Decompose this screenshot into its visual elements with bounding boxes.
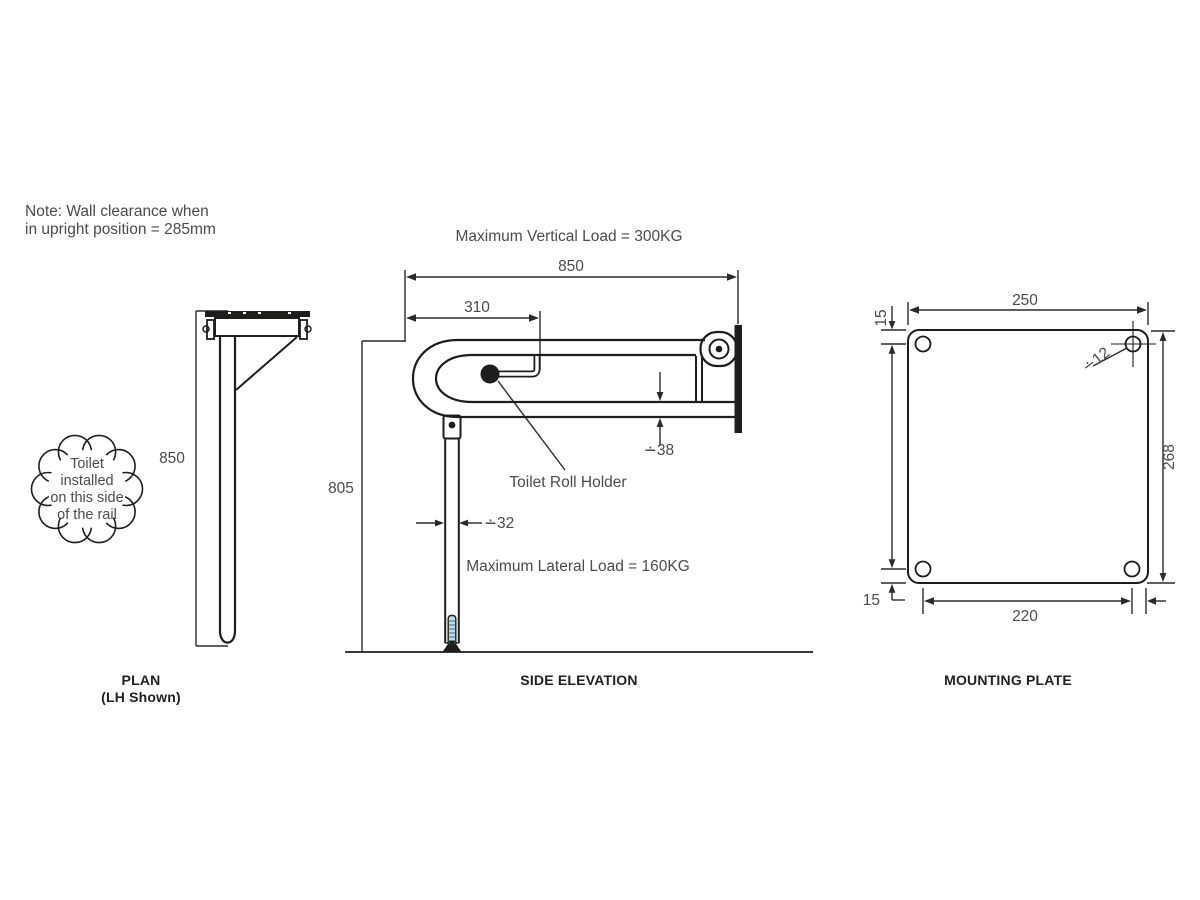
plate-dim-250: 250 xyxy=(907,292,1149,325)
toilet-side-cloud: Toilet installed on this side of the rai… xyxy=(30,434,144,544)
side-dim-d32: ∸32 xyxy=(416,515,514,532)
mounting-holes xyxy=(914,321,1156,578)
plate-dim-15-top-label: 15 xyxy=(873,309,890,326)
pivot-housing xyxy=(699,330,739,368)
note-line-2: in upright position = 285mm xyxy=(25,221,216,238)
side-dim-850: 850 xyxy=(404,258,739,341)
mounting-plate-view: ∸12 250 15 15 xyxy=(863,292,1178,688)
plate-dim-268: 268 xyxy=(1147,330,1178,584)
plate-dim-15-bottom-label: 15 xyxy=(863,592,880,609)
mounting-plate-caption: MOUNTING PLATE xyxy=(944,672,1072,688)
plan-caption: PLAN xyxy=(122,672,161,688)
plan-support-arm xyxy=(235,336,298,391)
plan-view: 850 xyxy=(30,310,312,705)
side-elevation-view: Maximum Vertical Load = 300KG 850 310 xyxy=(328,228,813,688)
drop-leg xyxy=(442,414,462,652)
plan-caption-sub: (LH Shown) xyxy=(101,689,181,705)
mounting-plate-outline xyxy=(907,329,1149,584)
side-dim-d32-label: ∸32 xyxy=(484,515,514,532)
wall-plate-edge xyxy=(734,325,742,433)
side-dim-d38: ∸38 xyxy=(644,372,674,459)
toilet-roll-holder-label: Toilet Roll Holder xyxy=(509,474,626,491)
cloud-line-3: on this side xyxy=(50,490,123,506)
plate-dim-268-label: 268 xyxy=(1161,444,1178,470)
toilet-roll-holder: Toilet Roll Holder xyxy=(480,356,627,491)
side-dim-850-label: 850 xyxy=(558,258,584,275)
plate-dim-d12-label: ∸12 xyxy=(1079,344,1113,376)
side-elevation-caption: SIDE ELEVATION xyxy=(520,672,637,688)
side-dim-805-label: 805 xyxy=(328,480,354,497)
cloud-line-2: installed xyxy=(60,473,113,489)
plate-dim-220-label: 220 xyxy=(1012,608,1038,625)
plate-dim-220: 220 xyxy=(922,588,1166,625)
plan-rail-tube xyxy=(218,336,237,644)
note-line-1: Note: Wall clearance when xyxy=(25,203,209,220)
wall-clearance-note: Note: Wall clearance when in upright pos… xyxy=(25,203,216,238)
plan-dim-850: 850 xyxy=(159,310,228,647)
side-dim-d38-label: ∸38 xyxy=(644,442,674,459)
plan-hinge-housing xyxy=(202,317,312,340)
side-dim-310-label: 310 xyxy=(464,299,490,316)
cloud-line-1: Toilet xyxy=(70,456,104,472)
max-vertical-load-label: Maximum Vertical Load = 300KG xyxy=(455,228,682,245)
plate-dim-d12: ∸12 xyxy=(1079,344,1128,376)
plan-dim-850-label: 850 xyxy=(159,450,185,467)
plan-wall-plate xyxy=(205,311,310,317)
side-dim-805: 805 xyxy=(328,340,406,652)
plate-dim-left: 15 15 xyxy=(863,306,906,609)
grab-rail xyxy=(412,338,736,419)
plate-dim-250-label: 250 xyxy=(1012,292,1038,309)
foot-stem xyxy=(449,640,455,646)
foot-pad xyxy=(442,644,462,652)
max-lateral-load-label: Maximum Lateral Load = 160KG xyxy=(466,558,690,575)
cloud-line-4: of the rail xyxy=(57,507,117,523)
side-dim-310: 310 xyxy=(406,299,541,370)
